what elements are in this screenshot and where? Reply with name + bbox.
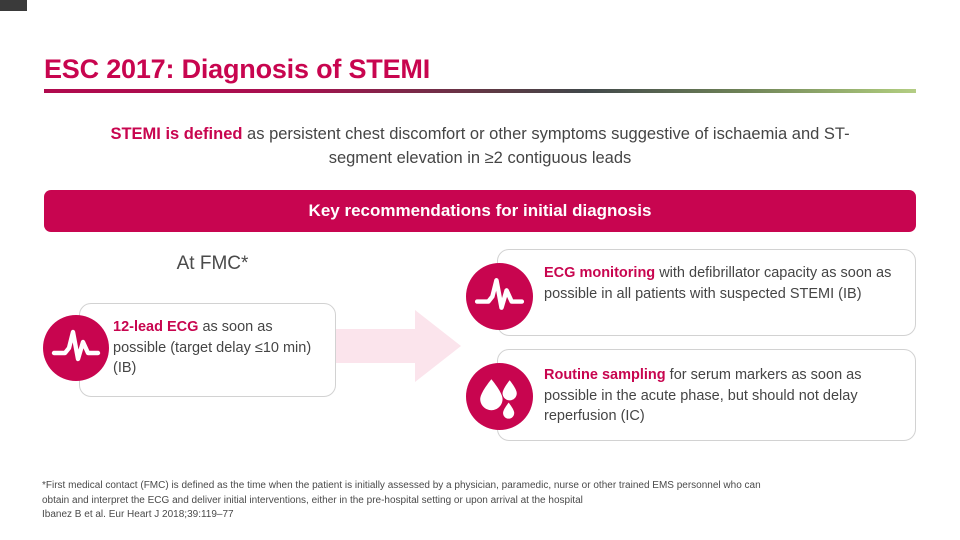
citation-line: Ibanez B et al. Eur Heart J 2018;39:119–… [42,509,234,520]
card-r1-lead: ECG monitoring [544,265,656,281]
ecg-waveform-icon [466,263,533,330]
footnotes: *First medical contact (FMC) is defined … [42,479,922,523]
key-recommendations-banner: Key recommendations for initial diagnosi… [44,190,916,232]
footnote-line-1: *First medical contact (FMC) is defined … [42,480,761,491]
card-r1-rest: with defibrillator capacity as soon as p… [544,265,892,302]
blood-droplets-icon [466,363,533,430]
section-heading-at-fmc: At FMC* [176,253,249,274]
card-r2-lead: Routine sampling [544,367,666,383]
subtitle-rest: as persistent chest discomfort or other … [242,125,850,167]
card-ecg-monitoring: ECG monitoring with defibrillator capaci… [497,249,916,336]
corner-marker [0,0,27,11]
ecg-waveform-icon [43,315,109,381]
flow-arrow-icon [331,310,461,382]
slide-subtitle: STEMI is defined as persistent chest dis… [80,122,880,170]
card-left-rest: as soon as possible (target delay ≤10 mi… [113,319,312,376]
card-12-lead-ecg: 12-lead ECG as soon as possible (target … [79,303,336,397]
card-left-text: 12-lead ECG as soon as possible (target … [113,317,327,379]
title-divider [44,89,916,93]
card-r2-rest: for serum markers as soon as possible in… [544,367,862,424]
footnote-line-2: obtain and interpret the ECG and deliver… [42,494,583,506]
card-r1-text: ECG monitoring with defibrillator capaci… [544,263,906,304]
page-title: ESC 2017: Diagnosis of STEMI [44,54,430,84]
card-routine-sampling: Routine sampling for serum markers as so… [497,349,916,441]
subtitle-lead: STEMI is defined [110,125,243,143]
banner-label: Key recommendations for initial diagnosi… [308,201,652,220]
card-r2-text: Routine sampling for serum markers as so… [544,365,906,427]
card-left-lead: 12-lead ECG [113,319,199,335]
